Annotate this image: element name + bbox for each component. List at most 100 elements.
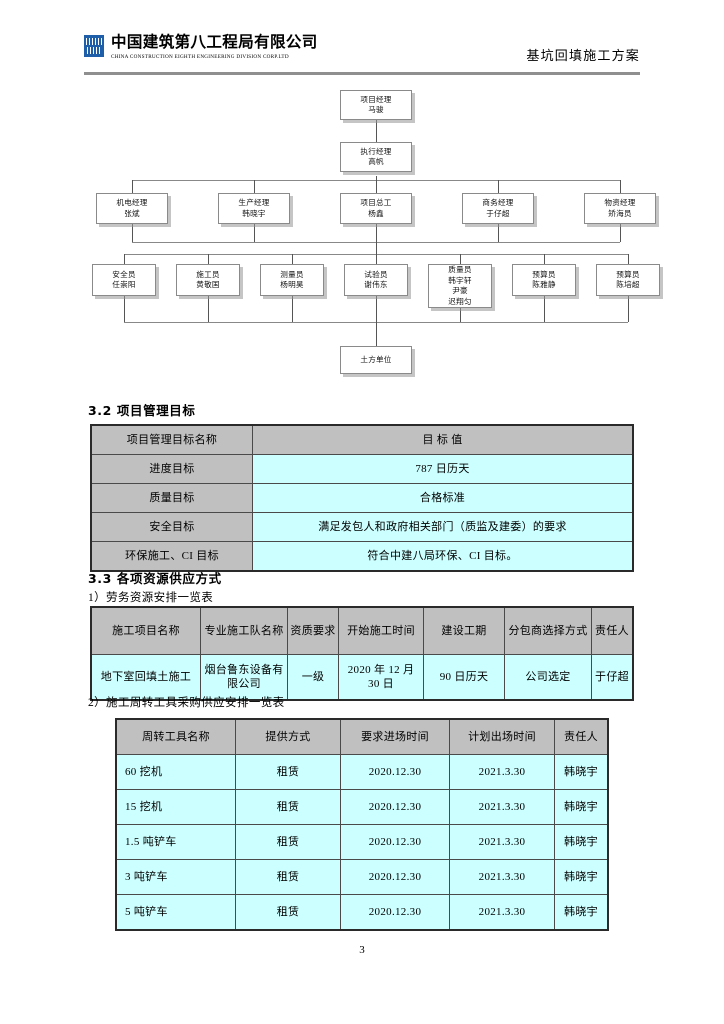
org-node-title: 项目总工 xyxy=(360,198,392,207)
org-connector xyxy=(124,254,125,264)
table-row: 地下室回填土施工 烟台鲁东设备有限公司 一级 2020 年 12 月 30 日 … xyxy=(90,654,634,701)
org-connector xyxy=(628,254,629,264)
turnover-tools-table: 周转工具名称 提供方式 要求进场时间 计划出场时间 责任人 60 挖机 租赁 2… xyxy=(115,718,609,931)
tools-cell-entry: 2020.12.30 xyxy=(340,754,450,790)
table-row: 安全目标 满足发包人和政府相关部门（质监及建委）的要求 xyxy=(90,512,634,542)
header-divider xyxy=(84,72,640,75)
company-name-cn: 中国建筑第八工程局有限公司 xyxy=(111,33,318,51)
org-connector xyxy=(124,296,125,322)
tools-cell-name: 3 吨铲车 xyxy=(115,859,236,895)
goals-row-label: 安全目标 xyxy=(90,512,253,542)
tools-cell-name: 1.5 吨铲车 xyxy=(115,824,236,860)
org-connector xyxy=(376,180,377,193)
org-connector xyxy=(376,296,377,322)
tools-cell-name: 15 挖机 xyxy=(115,789,236,825)
table-row: 施工项目名称 专业施工队名称 资质要求 开始施工时间 建设工期 分包商选择方式 … xyxy=(90,606,634,655)
org-connector xyxy=(376,242,377,254)
org-node-title: 商务经理 xyxy=(482,198,514,207)
org-node-name: 矫海员 xyxy=(608,208,632,218)
section-heading-3-2: 3.2 项目管理目标 xyxy=(88,403,196,418)
tools-cell-entry: 2020.12.30 xyxy=(340,789,450,825)
org-node-title: 预算员 xyxy=(532,269,556,279)
labor-header-selection: 分包商选择方式 xyxy=(504,606,592,655)
labor-header-start: 开始施工时间 xyxy=(338,606,424,655)
table-row: 15 挖机 租赁 2020.12.30 2021.3.30 韩晓宇 xyxy=(115,789,609,825)
org-connector xyxy=(376,120,377,142)
tools-cell-supply: 租赁 xyxy=(235,894,341,931)
goals-header-name: 项目管理目标名称 xyxy=(90,424,253,455)
labor-header-project: 施工项目名称 xyxy=(90,606,201,655)
org-node-name: 张斌 xyxy=(124,208,140,218)
labor-cell-selection: 公司选定 xyxy=(504,654,592,701)
labor-table-caption: 1）劳务资源安排一览表 xyxy=(88,592,214,604)
org-node-name: 杨明昊 xyxy=(280,280,304,289)
table-row: 3 吨铲车 租赁 2020.12.30 2021.3.30 韩晓宇 xyxy=(115,859,609,895)
goals-row-value: 合格标准 xyxy=(252,483,634,513)
labor-cell-team: 烟台鲁东设备有限公司 xyxy=(200,654,288,701)
org-node-title: 物资经理 xyxy=(604,198,636,207)
table-row: 周转工具名称 提供方式 要求进场时间 计划出场时间 责任人 xyxy=(115,718,609,755)
tools-cell-name: 60 挖机 xyxy=(115,754,236,790)
org-connector xyxy=(620,224,621,242)
org-node-commercial-manager: 商务经理 于仔超 xyxy=(462,193,534,224)
org-node-budget-officer-2: 预算员 陈培超 xyxy=(596,264,660,296)
org-node-materials-manager: 物资经理 矫海员 xyxy=(584,193,656,224)
goals-row-value: 符合中建八局环保、CI 目标。 xyxy=(252,541,634,572)
company-name-en: CHINA CONSTRUCTION EIGHTH ENGINEERING DI… xyxy=(111,54,289,60)
org-node-tester: 试验员 谢伟东 xyxy=(344,264,408,296)
org-node-name-3: 迟翔匀 xyxy=(448,296,472,306)
org-node-name: 韩宇轩 xyxy=(448,275,472,285)
table-row: 进度目标 787 日历天 xyxy=(90,454,634,484)
org-node-name: 杨鑫 xyxy=(368,208,384,218)
tools-header-supply: 提供方式 xyxy=(235,718,341,755)
tools-cell-entry: 2020.12.30 xyxy=(340,824,450,860)
tools-cell-responsible: 韩晓宇 xyxy=(554,824,609,860)
org-node-name: 于仔超 xyxy=(486,208,510,218)
org-node-title: 安全员 xyxy=(112,269,136,279)
org-connector xyxy=(376,322,377,346)
tools-cell-exit: 2021.3.30 xyxy=(449,754,555,790)
org-connector xyxy=(254,180,255,193)
org-node-construction-officer: 施工员 黄敬国 xyxy=(176,264,240,296)
org-node-name: 谢伟东 xyxy=(364,280,388,289)
org-node-chief-engineer: 项目总工 杨鑫 xyxy=(340,193,412,224)
org-node-name: 陈培超 xyxy=(616,280,640,289)
section-heading-3-3: 3.3 各项资源供应方式 xyxy=(88,571,222,586)
org-node-name: 黄敬国 xyxy=(196,280,220,289)
org-node-earthwork-unit: 土方单位 xyxy=(340,346,412,374)
org-node-title: 执行经理 xyxy=(360,146,392,156)
goals-header-value: 目 标 值 xyxy=(252,424,634,455)
org-node-title: 生产经理 xyxy=(238,198,270,207)
goals-row-label: 质量目标 xyxy=(90,483,253,513)
labor-header-duration: 建设工期 xyxy=(423,606,505,655)
tools-cell-responsible: 韩晓宇 xyxy=(554,754,609,790)
org-node-title: 项目经理 xyxy=(360,94,392,104)
org-node-title: 机电经理 xyxy=(116,198,148,207)
tools-cell-supply: 租赁 xyxy=(235,859,341,895)
tools-cell-name: 5 吨铲车 xyxy=(115,894,236,931)
org-connector xyxy=(292,254,293,264)
tools-cell-exit: 2021.3.30 xyxy=(449,824,555,860)
org-node-project-manager: 项目经理 马骏 xyxy=(340,90,412,120)
org-node-executive-manager: 执行经理 高帆 xyxy=(340,142,412,172)
table-row: 环保施工、CI 目标 符合中建八局环保、CI 目标。 xyxy=(90,541,634,572)
tools-table-caption: 2）施工周转工具采购供应安排一览表 xyxy=(88,697,285,709)
org-connector xyxy=(376,176,377,180)
org-connector xyxy=(132,180,133,193)
goals-row-value: 满足发包人和政府相关部门（质监及建委）的要求 xyxy=(252,512,634,542)
table-row: 60 挖机 租赁 2020.12.30 2021.3.30 韩晓宇 xyxy=(115,754,609,790)
org-node-production-manager: 生产经理 韩晓宇 xyxy=(218,193,290,224)
tools-header-exit: 计划出场时间 xyxy=(449,718,555,755)
table-row: 项目管理目标名称 目 标 值 xyxy=(90,424,634,455)
org-connector xyxy=(208,296,209,322)
company-logo: 中国建筑第八工程局有限公司 CHINA CONSTRUCTION EIGHTH … xyxy=(84,34,318,61)
labor-cell-duration: 90 日历天 xyxy=(423,654,505,701)
org-node-title: 测量员 xyxy=(280,269,304,279)
org-node-name-2: 尹豪 xyxy=(452,286,468,295)
org-connector xyxy=(376,254,377,264)
org-connector xyxy=(208,254,209,264)
tools-cell-responsible: 韩晓宇 xyxy=(554,859,609,895)
org-connector xyxy=(292,296,293,322)
org-connector xyxy=(132,224,133,242)
